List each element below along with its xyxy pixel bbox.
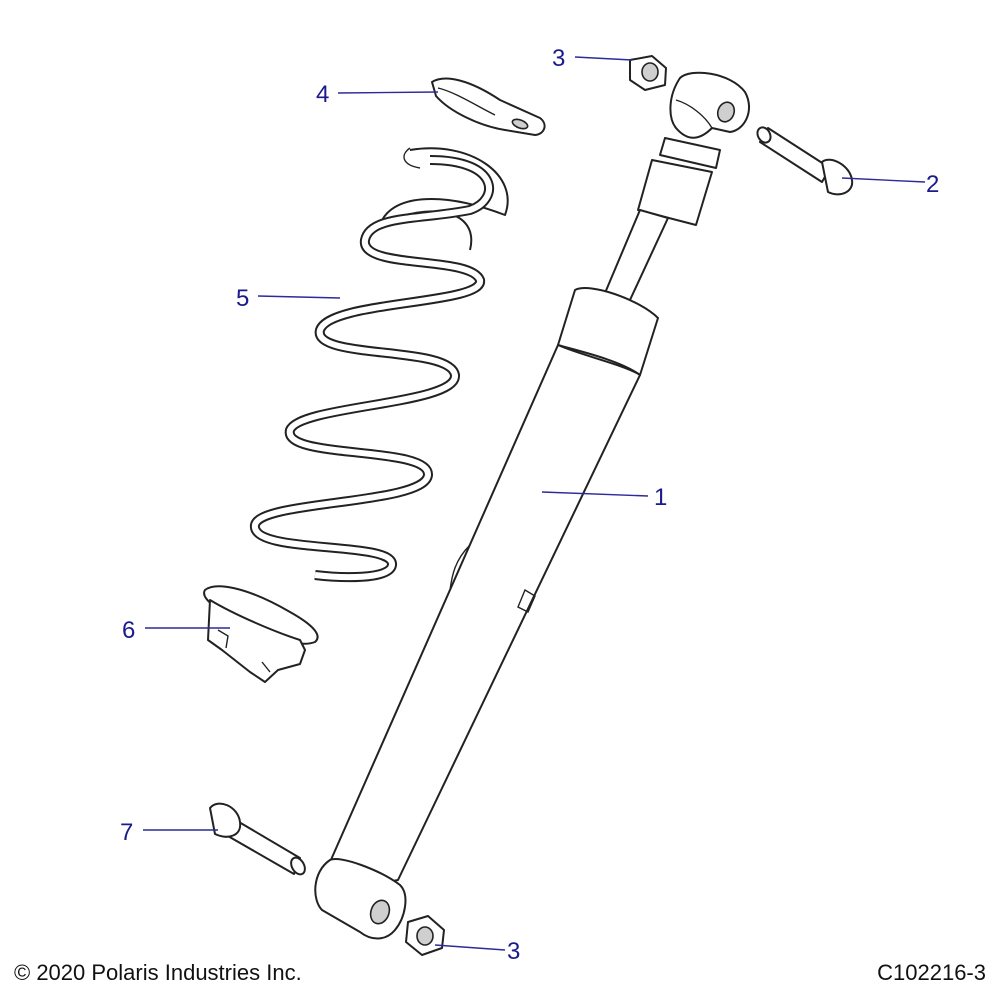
leader-lines <box>143 56 926 951</box>
callout-5: 5 <box>236 285 249 312</box>
leader-1 <box>541 491 649 497</box>
callout-1: 1 <box>654 484 667 511</box>
shock-absorber <box>314 71 750 940</box>
lower-bolt <box>209 802 306 876</box>
coil-spring <box>250 147 509 583</box>
figure-id: C102216-3 <box>877 960 986 985</box>
callout-3-top: 3 <box>552 45 565 72</box>
callout-7: 7 <box>120 819 133 846</box>
lower-mount-eye <box>314 858 407 940</box>
callout-3-bottom: 3 <box>507 938 520 965</box>
leader-3-bottom <box>434 944 506 951</box>
leader-5 <box>257 295 341 299</box>
leader-3-top <box>574 56 633 61</box>
leader-4 <box>337 91 439 94</box>
callout-4: 4 <box>316 81 329 108</box>
lower-nut <box>405 915 445 956</box>
upper-mount-eye <box>669 71 750 139</box>
callout-2: 2 <box>926 171 939 198</box>
leader-2 <box>841 177 926 183</box>
callout-6: 6 <box>122 617 135 644</box>
upper-nut <box>629 55 667 91</box>
lower-spring-seat <box>203 585 319 683</box>
copyright-notice: © 2020 Polaris Industries Inc. <box>14 960 302 985</box>
callout-numbers: 1 2 3 3 4 5 6 7 <box>120 45 939 965</box>
upper-spring-retainer <box>431 77 546 136</box>
upper-bolt <box>756 126 854 196</box>
